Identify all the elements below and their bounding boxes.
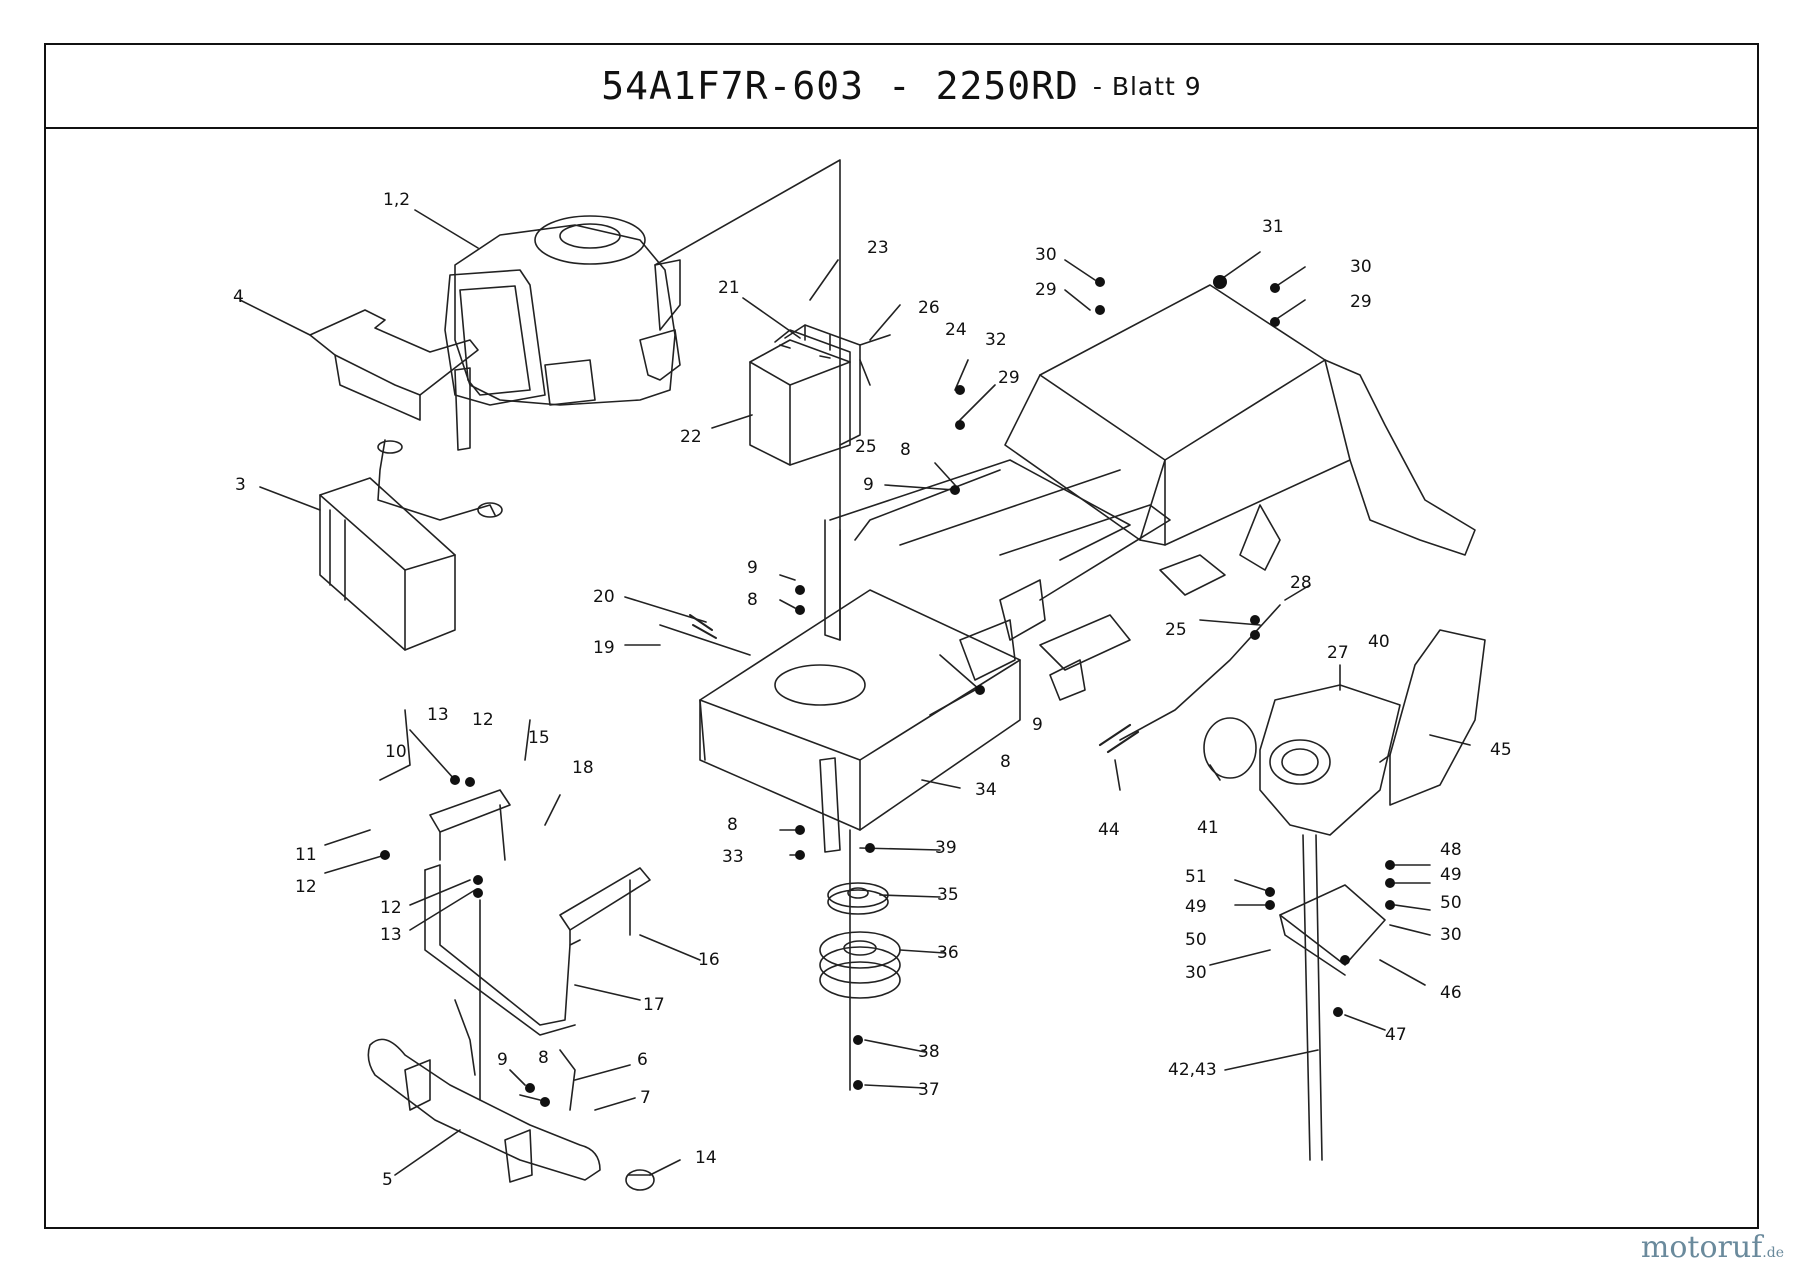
callout-45: 45 [1490, 740, 1512, 760]
callout-25: 25 [1165, 620, 1187, 640]
throttle-cable-part [1098, 604, 1281, 754]
callout-48: 48 [1440, 840, 1462, 860]
callout-6: 6 [637, 1050, 648, 1070]
callout-labels: 1,2 4 3 21 22 23 26 24 25 32 29 30 29 31… [233, 190, 1512, 1190]
watermark-tld: .de [1762, 1245, 1784, 1261]
callout-20: 20 [593, 587, 615, 607]
fuel-tank-part [1259, 684, 1401, 836]
callout-29: 29 [1350, 292, 1372, 312]
fuel-line-part [1302, 834, 1323, 1161]
callout-12: 12 [472, 710, 494, 730]
callout-33: 33 [722, 847, 744, 867]
callout-34: 34 [975, 780, 997, 800]
callout-1-2: 1,2 [383, 190, 410, 210]
bracket-plate-part [1279, 884, 1386, 976]
callout-35: 35 [937, 885, 959, 905]
tank-cap-part [1203, 717, 1257, 779]
callout-17: 17 [643, 995, 665, 1015]
callout-9: 9 [497, 1050, 508, 1070]
callout-5: 5 [382, 1170, 393, 1190]
callout-37: 37 [918, 1080, 940, 1100]
callout-13: 13 [380, 925, 402, 945]
callout-39: 39 [935, 838, 957, 858]
callout-25: 25 [855, 437, 877, 457]
callout-26: 26 [918, 298, 940, 318]
fastener-markers [380, 275, 1395, 1107]
callout-19: 19 [593, 638, 615, 658]
callout-3: 3 [235, 475, 246, 495]
hitch-bracket-part [429, 789, 511, 861]
callout-28: 28 [1290, 573, 1312, 593]
callout-10: 10 [385, 742, 407, 762]
callout-31: 31 [1262, 217, 1284, 237]
callout-47: 47 [1385, 1025, 1407, 1045]
title-block: 54A1F7R-603 - 2250RD - Blatt 9 [46, 45, 1757, 129]
callout-46: 46 [1440, 983, 1462, 1003]
callout-50: 50 [1185, 930, 1207, 950]
callout-30: 30 [1185, 963, 1207, 983]
callout-18: 18 [572, 758, 594, 778]
callout-8: 8 [747, 590, 758, 610]
callout-16: 16 [698, 950, 720, 970]
callout-14: 14 [695, 1148, 717, 1168]
callout-12: 12 [295, 877, 317, 897]
engine-part [444, 215, 681, 406]
callout-24: 24 [945, 320, 967, 340]
callout-38: 38 [918, 1042, 940, 1062]
callout-32: 32 [985, 330, 1007, 350]
tank-cover-part [1379, 629, 1486, 806]
callout-7: 7 [640, 1088, 651, 1108]
callout-36: 36 [937, 943, 959, 963]
heat-shield-part [309, 309, 479, 451]
bracket-16-part [559, 867, 651, 946]
callout-41: 41 [1197, 818, 1219, 838]
rear-body-part [1004, 284, 1476, 571]
callout-21: 21 [718, 278, 740, 298]
main-frame-part [699, 459, 1171, 853]
callout-8: 8 [727, 815, 738, 835]
callout-27: 27 [1327, 643, 1349, 663]
front-axle-part [367, 999, 601, 1183]
axle-cap-part [625, 1169, 655, 1191]
battery-part [749, 329, 851, 466]
callout-11: 11 [295, 845, 317, 865]
pto-clutch-part [819, 931, 901, 999]
front-axle-bracket-part [1039, 554, 1226, 701]
callout-15: 15 [528, 728, 550, 748]
callout-23: 23 [867, 238, 889, 258]
callout-42-43: 42,43 [1168, 1060, 1217, 1080]
callout-12: 12 [380, 898, 402, 918]
callout-9: 9 [863, 475, 874, 495]
bumper-frame-part [424, 864, 581, 1036]
muffler-part [319, 439, 503, 651]
callout-30: 30 [1350, 257, 1372, 277]
drawing-frame: 54A1F7R-603 - 2250RD - Blatt 9 [44, 43, 1759, 1229]
callout-49: 49 [1185, 897, 1207, 917]
callout-13: 13 [427, 705, 449, 725]
callout-40: 40 [1368, 632, 1390, 652]
callout-49: 49 [1440, 865, 1462, 885]
callout-30: 30 [1035, 245, 1057, 265]
callout-44: 44 [1098, 820, 1120, 840]
callout-9: 9 [1032, 715, 1043, 735]
callout-29: 29 [1035, 280, 1057, 300]
brand-watermark: motoruf.de [1641, 1230, 1784, 1265]
callout-30: 30 [1440, 925, 1462, 945]
callout-8: 8 [1000, 752, 1011, 772]
callout-51: 51 [1185, 867, 1207, 887]
callout-29: 29 [998, 368, 1020, 388]
watermark-brand: motoruf [1640, 1230, 1763, 1265]
callout-8: 8 [900, 440, 911, 460]
model-number: 54A1F7R-603 - 2250RD [601, 64, 1079, 108]
pulley-part [827, 882, 889, 915]
sheet-number: - Blatt 9 [1092, 71, 1202, 101]
callout-4: 4 [233, 287, 244, 307]
callout-22: 22 [680, 427, 702, 447]
callout-8: 8 [538, 1048, 549, 1068]
callout-9: 9 [747, 558, 758, 578]
callout-50: 50 [1440, 893, 1462, 913]
